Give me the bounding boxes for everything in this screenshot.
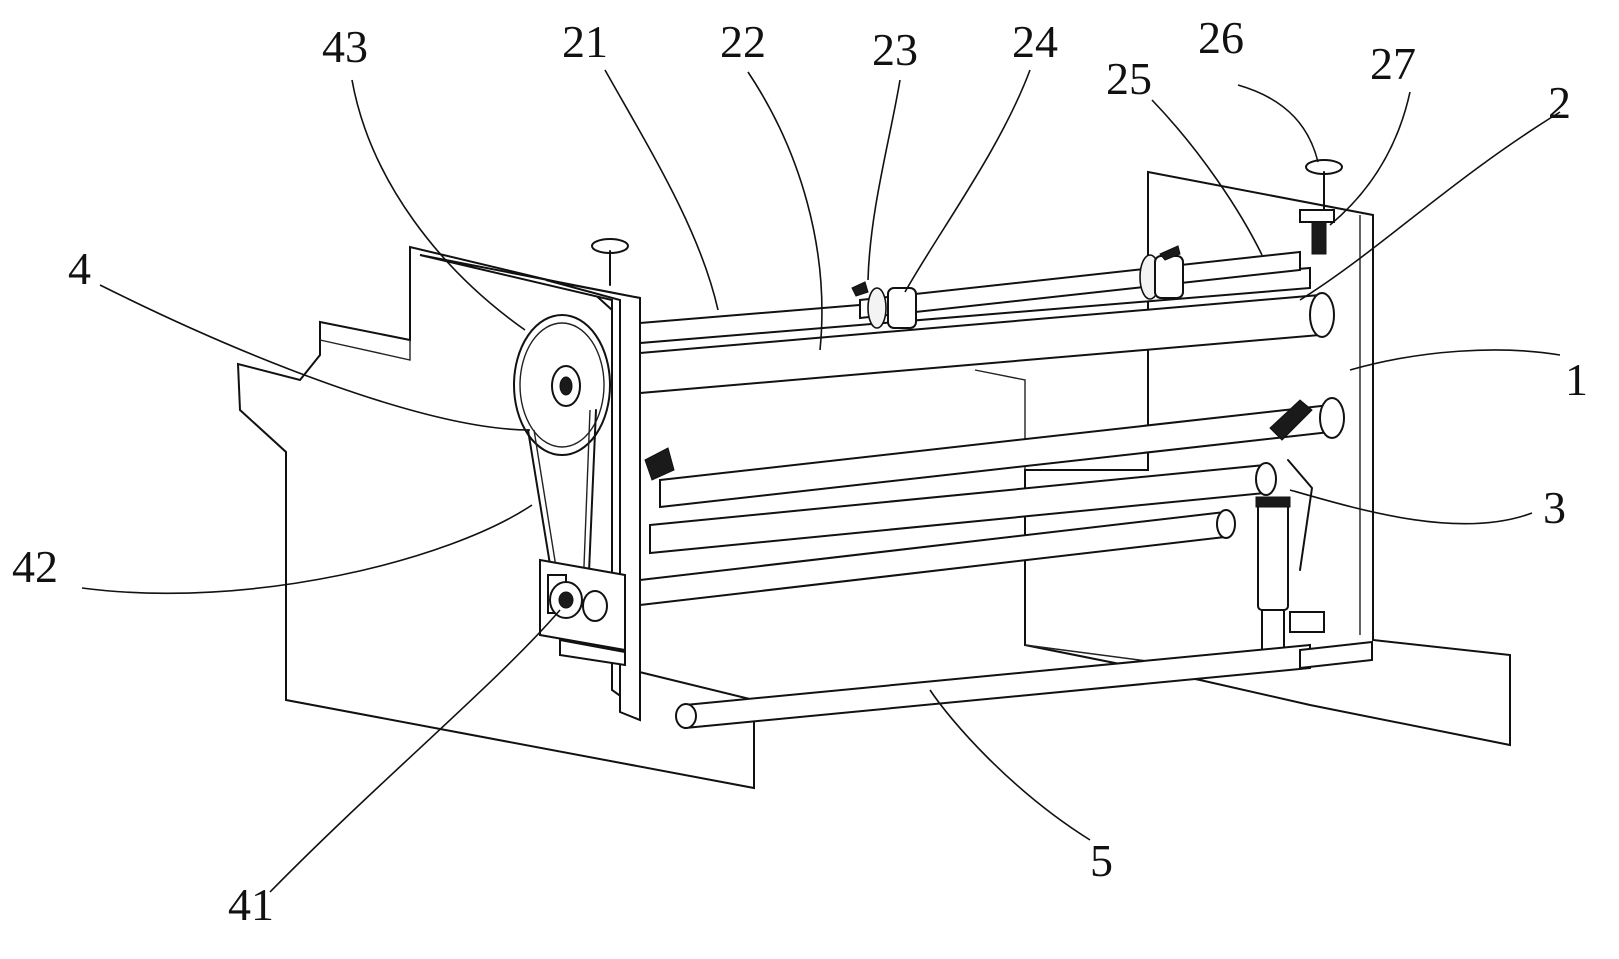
callout-42: 42 bbox=[12, 541, 58, 592]
callout-2: 2 bbox=[1548, 77, 1571, 128]
callout-3: 3 bbox=[1543, 482, 1566, 533]
callout-22: 22 bbox=[720, 16, 766, 67]
leader-21 bbox=[605, 70, 718, 310]
leader-23 bbox=[868, 80, 900, 280]
callout-24: 24 bbox=[1012, 16, 1058, 67]
callout-25: 25 bbox=[1106, 53, 1152, 104]
bearing-24 bbox=[888, 288, 916, 328]
callout-27: 27 bbox=[1370, 38, 1416, 89]
adjusting-screw-left bbox=[592, 239, 628, 285]
leader-5 bbox=[930, 690, 1090, 840]
callout-43: 43 bbox=[322, 21, 368, 72]
callout-5: 5 bbox=[1090, 835, 1113, 886]
leader-26 bbox=[1238, 85, 1318, 162]
leader-24 bbox=[905, 70, 1030, 292]
callout-23: 23 bbox=[872, 24, 918, 75]
bearing-25 bbox=[1155, 256, 1183, 298]
bearing-23-left bbox=[868, 288, 886, 328]
callout-21: 21 bbox=[562, 16, 608, 67]
callout-41: 41 bbox=[228, 879, 274, 930]
callout-1: 1 bbox=[1565, 354, 1588, 405]
leader-1 bbox=[1350, 350, 1560, 370]
leader-27 bbox=[1330, 92, 1410, 225]
callout-26: 26 bbox=[1198, 12, 1244, 63]
callout-4: 4 bbox=[68, 243, 91, 294]
